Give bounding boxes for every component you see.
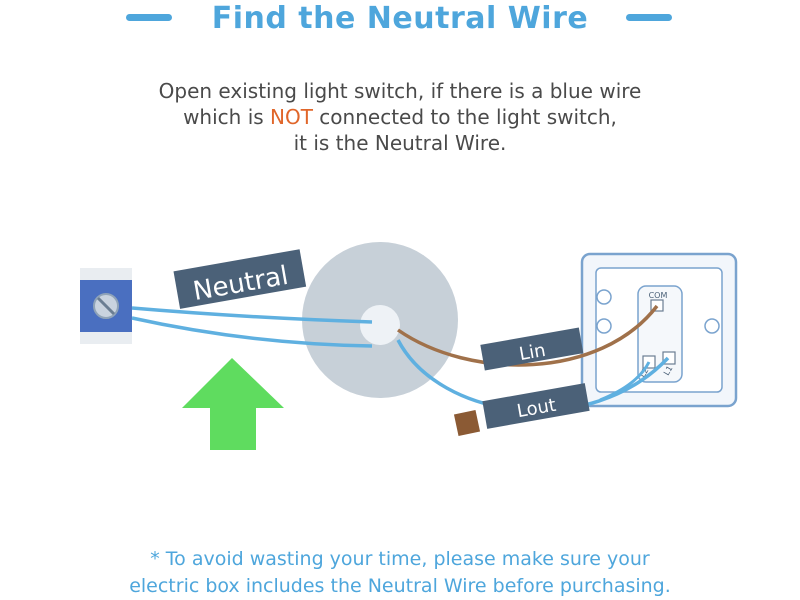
instruction-line-2: which is NOT connected to the light swit… — [0, 104, 800, 130]
neutral-wire-upper — [131, 306, 373, 324]
instruction-line-2-end: connected to the light switch, — [312, 105, 617, 129]
title-row: Find the Neutral Wire — [0, 0, 800, 40]
neutral-tag — [173, 249, 307, 309]
lin-wire — [397, 304, 659, 367]
lin-label: Lin — [518, 340, 548, 365]
l2-stub-wire — [599, 361, 651, 402]
wiring-diagram: COM L2 L1 Neutral Lin Lout — [80, 242, 738, 450]
instruction-line-3: it is the Neutral Wire. — [293, 131, 507, 155]
title-dash-left — [126, 14, 172, 21]
instruction-line-2-start: which is — [183, 105, 271, 129]
footnote-line-2: electric box includes the Neutral Wire b… — [129, 575, 671, 597]
title-dash-right — [626, 14, 672, 21]
page-title: Find the Neutral Wire — [211, 1, 589, 36]
terminal-block-icon — [80, 268, 132, 344]
neutral-wire-lower — [131, 316, 373, 348]
not-highlight: NOT — [270, 105, 313, 129]
instruction-line-1: Open existing light switch, if there is … — [158, 79, 642, 103]
junction-center — [360, 305, 400, 345]
lout-tag — [482, 383, 590, 429]
l1-label: L1 — [662, 364, 675, 377]
light-switch-icon — [580, 252, 738, 408]
com-label: COM — [649, 291, 668, 300]
lin-tag — [480, 327, 584, 371]
instructions: Open existing light switch, if there is … — [0, 78, 800, 156]
wire-connector — [453, 409, 481, 437]
green-up-arrow-icon — [182, 358, 284, 450]
footnote-line-1: * To avoid wasting your time, please mak… — [150, 548, 650, 570]
footnote: * To avoid wasting your time, please mak… — [0, 546, 800, 600]
